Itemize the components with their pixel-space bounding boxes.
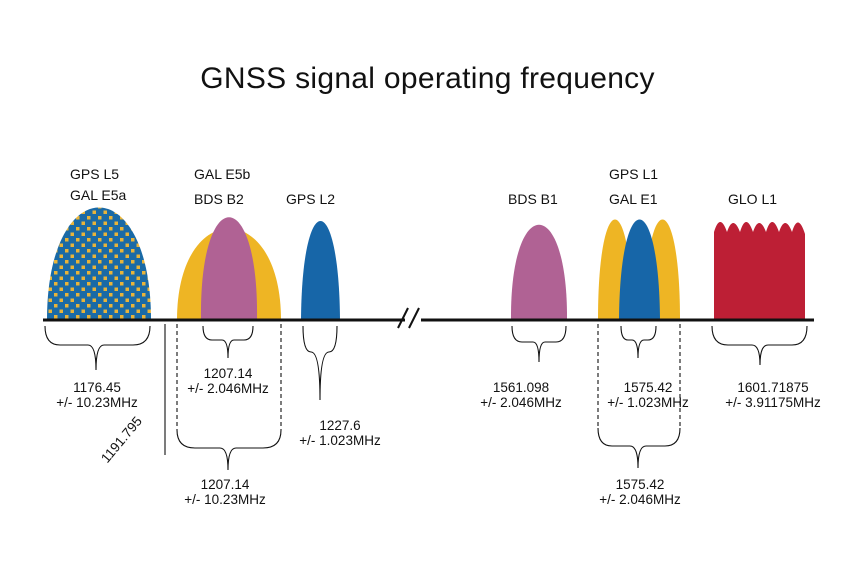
- l5-frequency-label: 1176.45 +/- 10.23MHz: [56, 380, 137, 410]
- l1-bandwidth: +/- 1.023MHz: [607, 395, 689, 410]
- label-gal-e5a: GAL E5a: [70, 187, 127, 203]
- label-gal-e5b: GAL E5b: [194, 166, 251, 182]
- l2-frequency-label: 1227.6 +/- 1.023MHz: [299, 418, 380, 448]
- label-bds-b2: BDS B2: [194, 191, 244, 207]
- label-gal-e1: GAL E1: [609, 191, 658, 207]
- axis-break-marker: [397, 307, 420, 329]
- b1-bandwidth: +/- 2.046MHz: [480, 395, 562, 410]
- label-gps-l1: GPS L1: [609, 166, 659, 182]
- e5b-center: 1207.14: [203, 366, 253, 381]
- e5b-bandwidth: +/- 2.046MHz: [187, 381, 269, 396]
- l5-bandwidth: +/- 10.23MHz: [56, 395, 138, 410]
- glo-center: 1601.71875: [737, 380, 809, 395]
- gps-l5-spectrum: [47, 207, 151, 320]
- glo-frequency-label: 1601.71875 +/- 3.91175MHz: [725, 380, 820, 410]
- e5b-wide-frequency-label: 1207.14 +/- 10.23MHz: [184, 477, 265, 507]
- e5b-wide-center: 1207.14: [200, 477, 250, 492]
- l1-center: 1575.42: [623, 380, 673, 395]
- b1-frequency-label: 1561.098 +/- 2.046MHz: [480, 380, 561, 410]
- l1-brace: [620, 325, 657, 359]
- label-bds-b1: BDS B1: [508, 191, 558, 207]
- gps-l2-spectrum: [301, 221, 340, 320]
- l5-center: 1176.45: [73, 380, 121, 395]
- e5b-wide-bracket: [176, 324, 282, 471]
- l2-center: 1227.6: [319, 418, 361, 433]
- bds-b2-spectrum: [200, 217, 258, 320]
- l1-wide-frequency-label: 1575.42 +/- 2.046MHz: [599, 477, 680, 507]
- bds-b1-spectrum: [510, 224, 568, 320]
- label-gps-l5: GPS L5: [70, 166, 120, 182]
- l2-bandwidth: +/- 1.023MHz: [299, 433, 381, 448]
- l1-wide-center: 1575.42: [615, 477, 665, 492]
- e5b-wide-bandwidth: +/- 10.23MHz: [184, 492, 266, 507]
- page-title: GNSS signal operating frequency: [200, 62, 655, 95]
- l1-wide-bracket: [597, 324, 681, 469]
- l2-brace: [302, 325, 338, 401]
- label-gps-l2: GPS L2: [286, 191, 336, 207]
- glo-l1-spectrum: [714, 222, 805, 320]
- l1-frequency-label: 1575.42 +/- 1.023MHz: [607, 380, 688, 410]
- l5-brace: [44, 325, 151, 371]
- e5b-frequency-label: 1207.14 +/- 2.046MHz: [187, 366, 268, 396]
- e5b-brace: [202, 325, 254, 359]
- b1-center: 1561.098: [492, 380, 550, 395]
- b1-brace: [511, 325, 567, 363]
- glo-bandwidth: +/- 3.91175MHz: [725, 395, 821, 410]
- label-glo-l1: GLO L1: [728, 191, 778, 207]
- gps-l1-spectrum: [619, 219, 660, 320]
- glo-brace: [711, 325, 808, 366]
- l1-wide-bandwidth: +/- 2.046MHz: [599, 492, 681, 507]
